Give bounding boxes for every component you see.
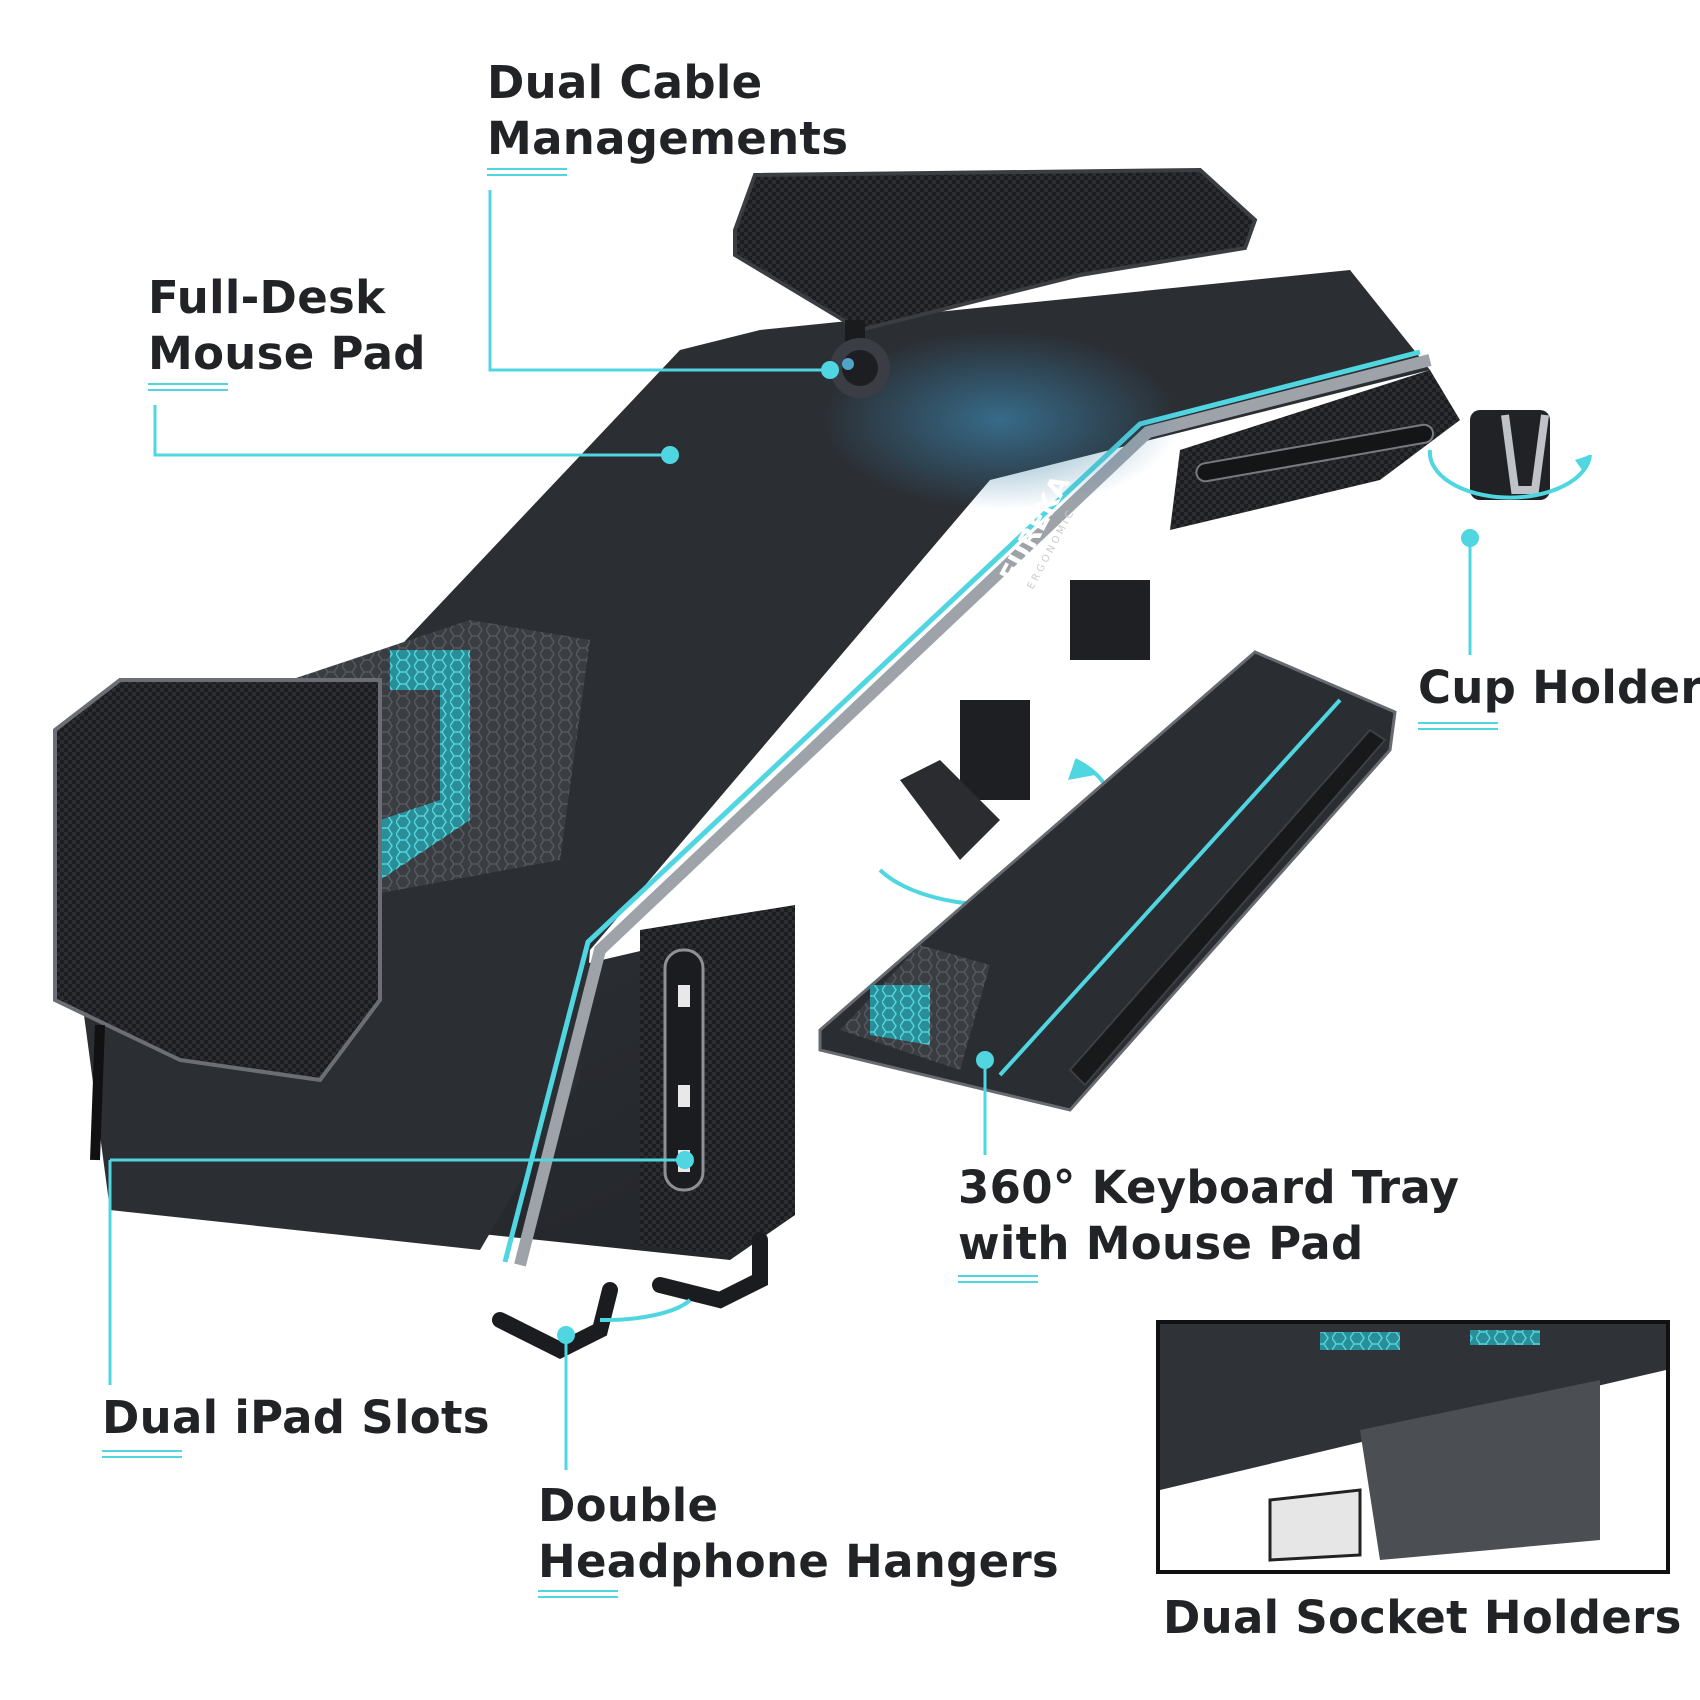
line-dual-cable (488, 190, 830, 372)
right-slot (1195, 423, 1435, 483)
underline-full-desk (148, 383, 228, 391)
cable-grommet (830, 338, 890, 398)
underline-dual-cable (487, 168, 567, 176)
underline-ipad-slots (102, 1450, 182, 1458)
label-socket: Dual Socket Holders (1163, 1591, 1682, 1644)
cup-holder (1427, 410, 1592, 500)
underline-keyboard-tray (958, 1275, 1038, 1283)
cable-glow (820, 330, 1180, 510)
label-cup-holder: Cup Holder (1418, 661, 1700, 714)
label-dual-cable: Dual Cable Managements (487, 56, 849, 165)
keyboard-arm (900, 580, 1150, 860)
underline-cup-holder (1418, 722, 1498, 730)
callout-dots (557, 361, 1479, 1344)
monitor-shelf (733, 167, 1258, 333)
label-ipad-slots: Dual iPad Slots (102, 1391, 490, 1444)
left-shelf (53, 678, 382, 1083)
callout-lines (108, 190, 1472, 1470)
label-keyboard-tray: 360° Keyboard Tray with Mouse Pad (958, 1161, 1460, 1270)
label-full-desk: Full-Desk Mouse Pad (148, 271, 426, 380)
edge-strip-cyan (502, 349, 1421, 1263)
mousepad-pattern-cyan (380, 650, 470, 880)
line-full-desk (153, 405, 670, 457)
left-shelf-bracket (90, 1024, 105, 1161)
underline-headphone (538, 1590, 618, 1598)
desk-side-carbon (640, 905, 795, 1255)
label-headphone: Double Headphone Hangers (538, 1479, 1060, 1588)
edge-strip-grey (514, 354, 1432, 1267)
socket-inset (1156, 1320, 1670, 1574)
desk-top-surface (80, 270, 1430, 1250)
headphone-hangers (492, 1232, 768, 1359)
keyboard-tray (818, 650, 1397, 1112)
